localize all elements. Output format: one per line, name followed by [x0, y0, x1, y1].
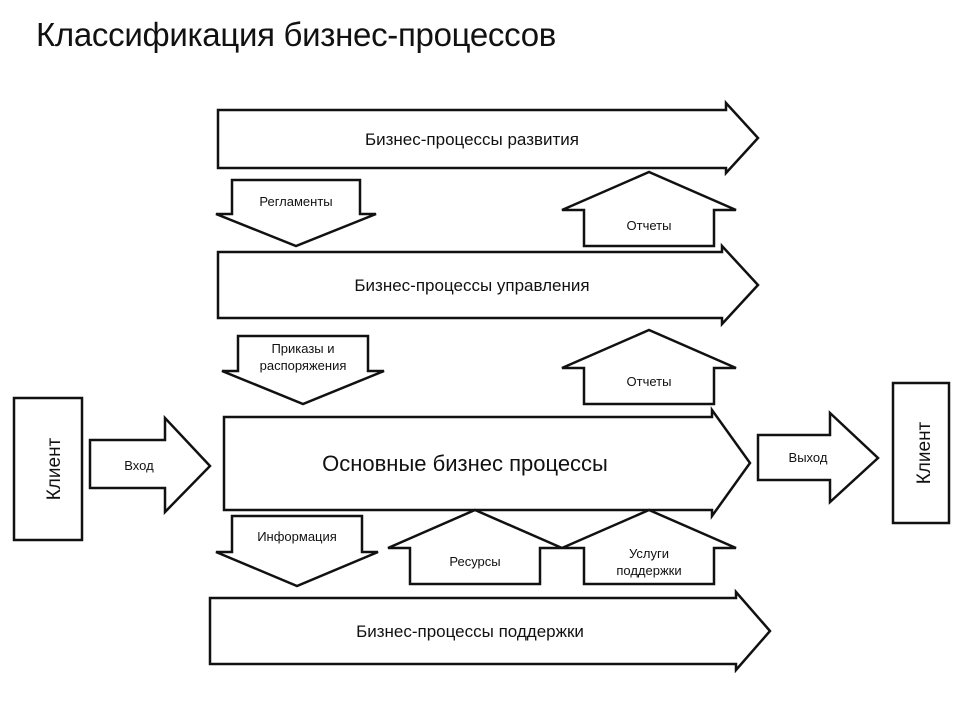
orders-down-arrow: Приказы и распоряжения	[221, 334, 385, 406]
orders-label-line2: распоряжения	[260, 358, 347, 373]
reports-lower-up-arrow: Отчеты	[561, 328, 737, 406]
resources-label: Ресурсы	[449, 554, 500, 569]
information-down-arrow: Информация	[215, 514, 379, 588]
management-processes-label: Бизнес-процессы управления	[354, 276, 589, 295]
input-arrow-label: Вход	[124, 458, 154, 473]
information-label: Информация	[257, 529, 337, 544]
core-processes-arrow: Основные бизнес процессы	[222, 406, 752, 520]
orders-label-line1: Приказы и	[271, 341, 334, 356]
output-arrow-label: Выход	[789, 450, 828, 465]
support-services-up-arrow: Услуги поддержки	[561, 508, 737, 586]
support-processes-arrow: Бизнес-процессы поддержки	[208, 588, 772, 674]
support-services-label-line1: Услуги	[629, 546, 669, 561]
output-arrow: Выход	[756, 410, 880, 505]
client-right-box: Клиент	[891, 381, 951, 525]
regulations-down-arrow: Регламенты	[215, 178, 377, 248]
resources-up-arrow: Ресурсы	[387, 508, 563, 586]
reports-upper-label: Отчеты	[627, 218, 672, 233]
development-processes-arrow: Бизнес-процессы развития	[216, 99, 760, 177]
client-left-label: Клиент	[44, 437, 65, 500]
regulations-label: Регламенты	[259, 194, 332, 209]
support-processes-label: Бизнес-процессы поддержки	[356, 622, 584, 641]
support-services-label-line2: поддержки	[616, 563, 681, 578]
core-processes-label: Основные бизнес процессы	[322, 451, 608, 476]
client-right-label: Клиент	[914, 421, 935, 484]
page-title: Классификация бизнес-процессов	[36, 16, 556, 53]
management-processes-arrow: Бизнес-процессы управления	[216, 242, 760, 328]
reports-lower-label: Отчеты	[627, 374, 672, 389]
development-processes-label: Бизнес-процессы развития	[365, 130, 579, 149]
client-left-box: Клиент	[12, 396, 84, 542]
input-arrow: Вход	[88, 414, 212, 516]
reports-upper-up-arrow: Отчеты	[561, 170, 737, 248]
